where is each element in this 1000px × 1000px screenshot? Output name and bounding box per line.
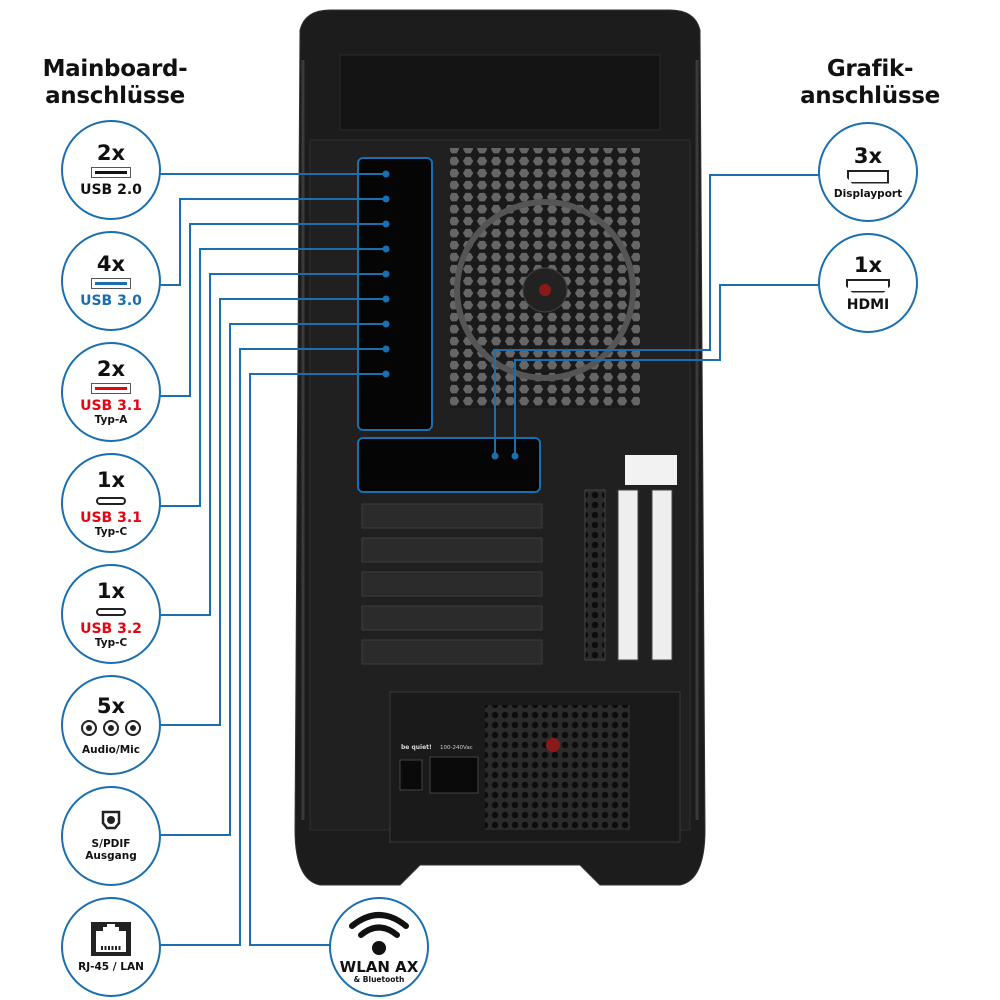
port-label: RJ-45 / LAN bbox=[78, 961, 144, 973]
port-label: Displayport bbox=[833, 187, 903, 200]
io-shield bbox=[358, 158, 432, 430]
usb-c-port-icon bbox=[96, 496, 126, 505]
graphics-heading-line2: anschlüsse bbox=[800, 83, 940, 109]
port-usb-3-1-typ-a: 2x USB 3.1 Typ-A bbox=[61, 342, 161, 442]
audio-jack-icon bbox=[78, 717, 144, 744]
port-rj45-lan: RJ-45 / LAN bbox=[61, 897, 161, 997]
port-count: 2x bbox=[96, 141, 126, 165]
usb-c-port-icon bbox=[96, 607, 126, 616]
displayport-icon bbox=[847, 169, 889, 184]
mainboard-heading-line2: anschlüsse bbox=[45, 83, 185, 109]
usb-a-port-icon bbox=[91, 167, 131, 178]
port-count: 1x bbox=[853, 252, 883, 277]
port-usb-3-2-typ-c: 1x USB 3.2 Typ-C bbox=[61, 564, 161, 664]
graphics-heading-line1: Grafik- bbox=[826, 56, 914, 82]
power-supply: be quiet! 100-240Vac bbox=[389, 691, 681, 843]
power-switch[interactable] bbox=[399, 759, 423, 791]
port-spdif: S/PDIF Ausgang bbox=[61, 786, 161, 886]
port-count: 5x bbox=[96, 693, 126, 718]
port-audio-mic: 5x Audio/Mic bbox=[61, 675, 161, 775]
psu-voltage: 100-240Vac bbox=[440, 745, 473, 751]
port-count: 1x bbox=[96, 467, 126, 492]
port-label: USB 3.1 bbox=[80, 509, 142, 526]
port-sublabel: Typ-C bbox=[94, 636, 128, 649]
usb-a-port-icon bbox=[91, 383, 131, 394]
wlan-sublabel: & Bluetooth bbox=[353, 975, 405, 984]
port-usb-3-0: 4x USB 3.0 bbox=[61, 231, 161, 331]
port-label: USB 3.1 bbox=[80, 398, 142, 414]
port-label: HDMI bbox=[846, 296, 890, 313]
port-count: 1x bbox=[96, 578, 126, 603]
hdmi-icon bbox=[846, 278, 890, 293]
port-count: 3x bbox=[853, 143, 883, 168]
port-hdmi: 1x HDMI bbox=[818, 233, 918, 333]
port-label: Audio/Mic bbox=[81, 743, 141, 756]
wlan-label: WLAN AX bbox=[339, 958, 419, 976]
ethernet-port-icon bbox=[91, 922, 131, 956]
spdif-icon bbox=[101, 810, 121, 830]
port-label: USB 2.0 bbox=[80, 182, 142, 198]
port-count: 4x bbox=[96, 252, 126, 276]
expansion-slots bbox=[361, 455, 677, 665]
port-sublabel: Typ-C bbox=[94, 525, 128, 538]
port-markers bbox=[382, 170, 519, 460]
port-sublabel: Typ-A bbox=[94, 414, 128, 426]
graphics-heading: Grafik- anschlüsse bbox=[790, 56, 950, 110]
port-count: 2x bbox=[96, 357, 126, 381]
power-socket bbox=[429, 756, 479, 794]
mainboard-heading-line1: Mainboard- bbox=[42, 56, 188, 82]
port-label: USB 3.2 bbox=[80, 620, 142, 637]
usb-a-port-icon bbox=[91, 278, 131, 289]
rear-fan bbox=[450, 148, 640, 408]
port-label: USB 3.0 bbox=[80, 293, 142, 309]
psu-brand: be quiet! bbox=[401, 744, 432, 751]
port-displayport: 3x Displayport bbox=[818, 122, 918, 222]
wlan-ax-bluetooth: WLAN AX & Bluetooth bbox=[329, 897, 429, 997]
connector-lines bbox=[160, 157, 820, 946]
port-sublabel: Ausgang bbox=[85, 850, 137, 862]
wifi-icon bbox=[349, 912, 409, 955]
port-label: S/PDIF bbox=[91, 838, 131, 850]
port-usb-2-0: 2x USB 2.0 bbox=[61, 120, 161, 220]
port-usb-3-1-typ-c: 1x USB 3.1 Typ-C bbox=[61, 453, 161, 553]
gpu-io-panel bbox=[358, 438, 540, 492]
mainboard-heading: Mainboard- anschlüsse bbox=[30, 56, 200, 110]
